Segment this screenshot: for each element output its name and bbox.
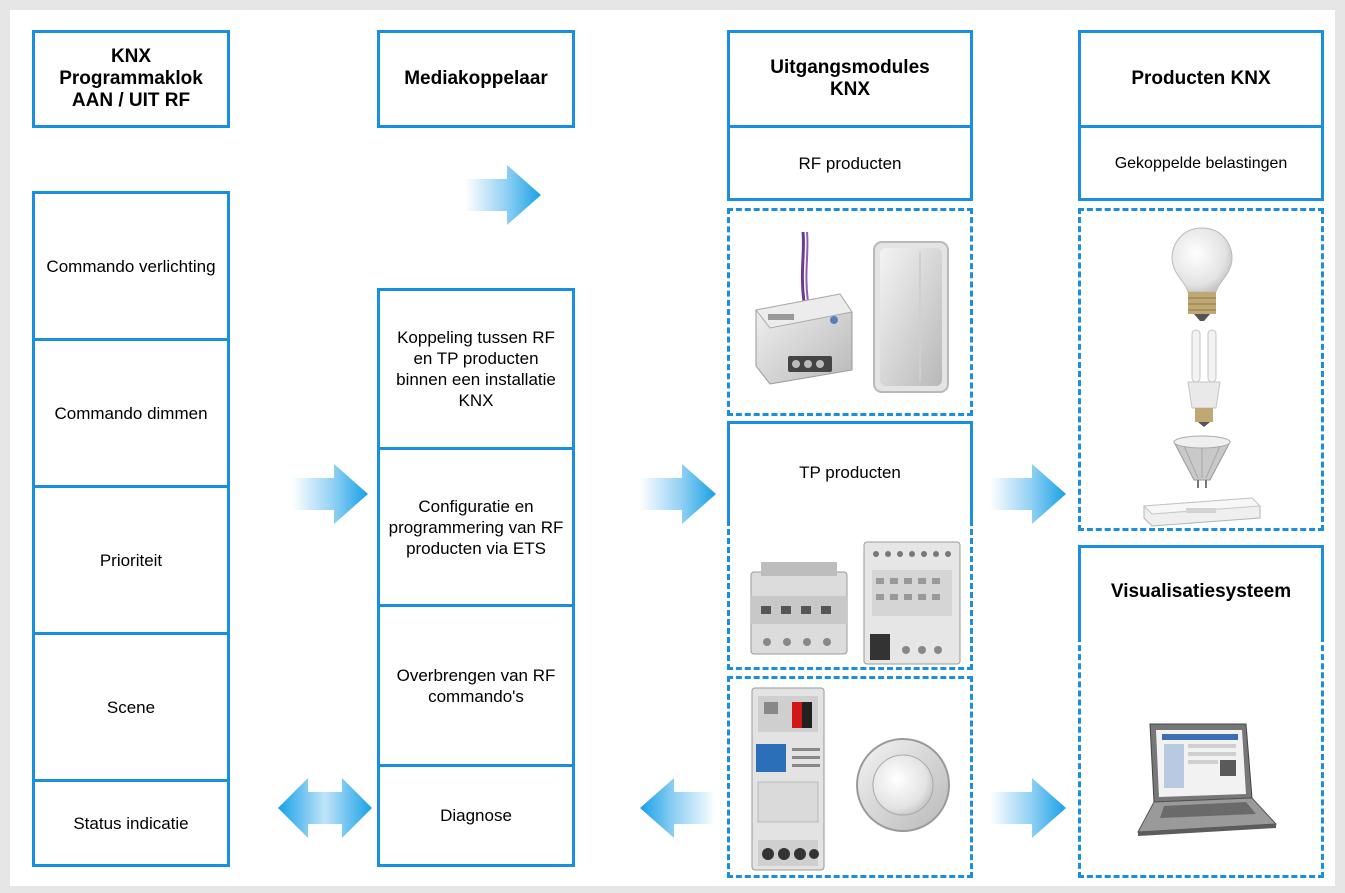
din-rail-actuator-icon xyxy=(863,541,961,665)
function-status-indicatie: Status indicatie xyxy=(32,779,230,867)
laptop-icon xyxy=(1137,723,1278,836)
energy-saving-bulb-icon xyxy=(1187,329,1221,427)
function-scene: Scene xyxy=(32,632,230,782)
lamp-bulb-icon xyxy=(1171,227,1233,321)
arrow-right-icon xyxy=(990,778,1066,838)
programmaklok-functions: Commando verlichting Commando dimmen Pri… xyxy=(32,191,230,867)
function-overbrengen: Overbrengen van RF commando's xyxy=(377,604,575,767)
diagram-panel: KNX Programmaklok AAN / UIT RF Commando … xyxy=(10,10,1335,886)
uitgangsmodules-title: Uitgangsmodules KNX xyxy=(727,30,973,128)
tp-producten-label: TP producten xyxy=(727,421,973,523)
arrow-left-icon xyxy=(640,778,716,838)
mediakoppelaar-functions: Koppeling tussen RF en TP producten binn… xyxy=(377,288,575,867)
function-koppeling: Koppeling tussen RF en TP producten binn… xyxy=(377,288,575,450)
arrow-right-icon xyxy=(465,165,541,225)
function-commando-verlichting: Commando verlichting xyxy=(32,191,230,341)
mediakoppelaar-title: Mediakoppelaar xyxy=(377,30,575,128)
producten-knx-title: Producten KNX xyxy=(1078,30,1324,128)
arrow-right-icon xyxy=(640,464,716,524)
transformer-icon xyxy=(1142,497,1262,527)
arrow-right-icon xyxy=(990,464,1066,524)
din-rail-actuator-icon xyxy=(750,562,848,655)
gekoppelde-belastingen-label: Gekoppelde belastingen xyxy=(1078,125,1324,201)
halogen-spot-icon xyxy=(1173,435,1231,488)
rf-producten-label: RF producten xyxy=(727,125,973,201)
arrow-double-icon xyxy=(278,778,372,838)
round-sensor-icon xyxy=(856,738,950,832)
rf-actuator-module-icon xyxy=(755,232,853,385)
function-diagnose: Diagnose xyxy=(377,764,575,867)
arrow-right-icon xyxy=(292,464,368,524)
programmaklok-title: KNX Programmaklok AAN / UIT RF xyxy=(32,30,230,128)
visualisatiesysteem-title: Visualisatiesysteem xyxy=(1078,545,1324,639)
function-prioriteit: Prioriteit xyxy=(32,485,230,635)
function-configuratie: Configuratie en programmering van RF pro… xyxy=(377,447,575,607)
rf-wall-transmitter-icon xyxy=(873,241,949,393)
media-coupler-din-icon xyxy=(751,687,825,871)
function-commando-dimmen: Commando dimmen xyxy=(32,338,230,488)
